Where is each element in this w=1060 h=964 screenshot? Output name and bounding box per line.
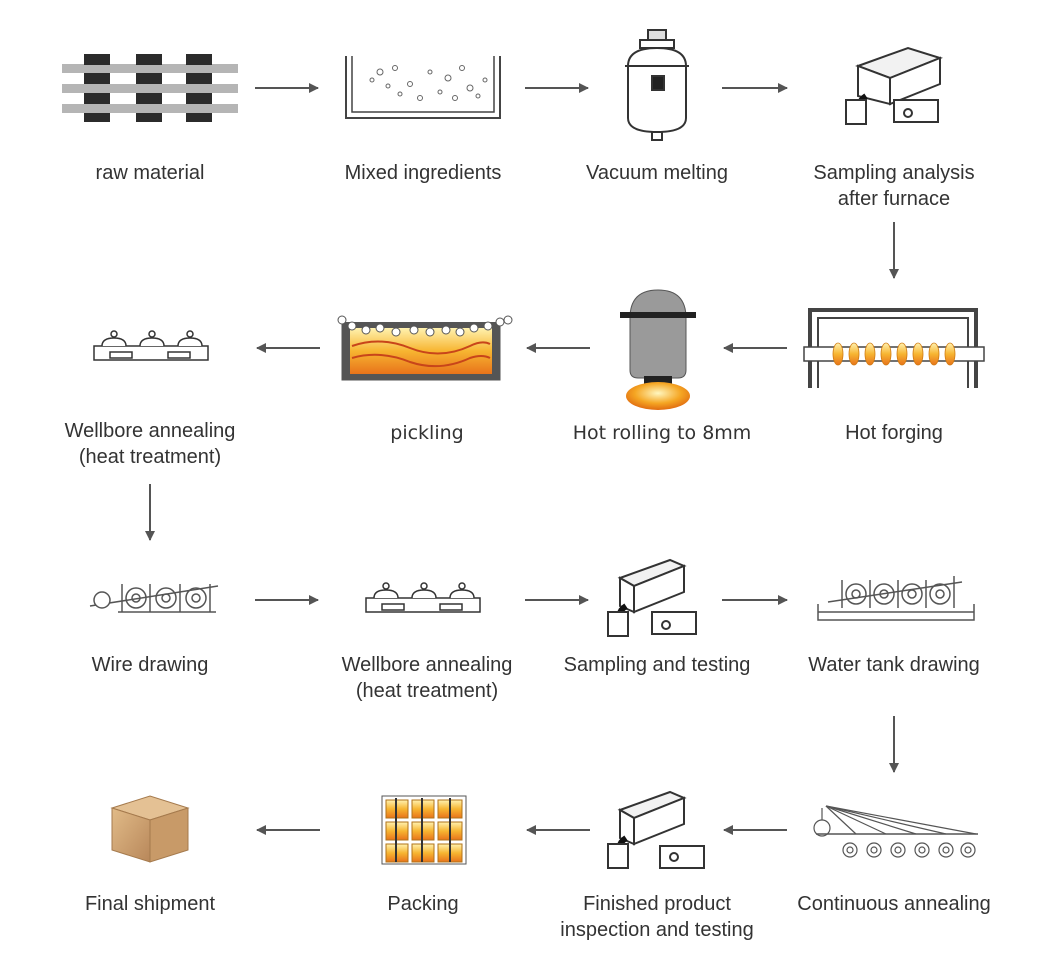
- step-label-heat-treatment-2: (heat treatment): [355, 680, 499, 702]
- step-label-sampling-analysis: Sampling analysis: [813, 162, 975, 184]
- step-label-wellbore-annealing: Wellbore annealing: [64, 420, 236, 442]
- step-label-packing: Packing: [387, 893, 459, 915]
- hot-rolling-icon: [620, 289, 696, 410]
- forging-furnace-icon: [803, 308, 985, 388]
- box-icon: [110, 795, 190, 863]
- continuous-annealing-icon: [813, 805, 978, 858]
- step-label-raw-material: raw material: [95, 162, 205, 184]
- step-label-wellbore-annealing-2: Wellbore annealing: [341, 654, 513, 676]
- annealing-icon: [93, 330, 209, 361]
- step-label-final-shipment: Final shipment: [84, 893, 216, 915]
- water-tank-icon: [817, 576, 975, 621]
- step-label-water-tank-drawing: Water tank drawing: [808, 654, 980, 676]
- sampling-icon: [845, 46, 943, 125]
- step-label-after-furnace: after furnace: [837, 188, 951, 210]
- vacuum-furnace-icon: [625, 29, 689, 141]
- sampling-icon: [607, 558, 697, 637]
- step-label-wire-drawing: Wire drawing: [91, 654, 209, 676]
- packing-icon: [381, 795, 467, 865]
- raw-material-icon: [62, 54, 238, 122]
- mixing-tank-icon: [345, 56, 501, 119]
- step-label-mixed-ingredients: Mixed ingredients: [344, 162, 502, 184]
- step-label-finished-product: Finished product: [583, 893, 731, 915]
- sampling-icon: [607, 790, 705, 869]
- step-label-hot-forging: Hot forging: [845, 422, 943, 444]
- wire-drawing-icon: [89, 584, 219, 613]
- annealing-icon: [365, 582, 481, 613]
- step-label-heat-treatment: (heat treatment): [78, 446, 222, 468]
- step-label-hot-rolling: Hot rolling to 8mm: [572, 422, 752, 444]
- step-label-inspection-testing: inspection and testing: [560, 919, 754, 941]
- flow-arrows: [145, 83, 899, 835]
- step-label-vacuum-melting: Vacuum melting: [586, 162, 728, 184]
- step-label-pickling: pickling: [390, 422, 464, 444]
- pickling-tank-icon: [337, 315, 513, 381]
- step-label-continuous-annealing: Continuous annealing: [797, 893, 991, 915]
- step-label-sampling-and-testing: Sampling and testing: [563, 654, 751, 676]
